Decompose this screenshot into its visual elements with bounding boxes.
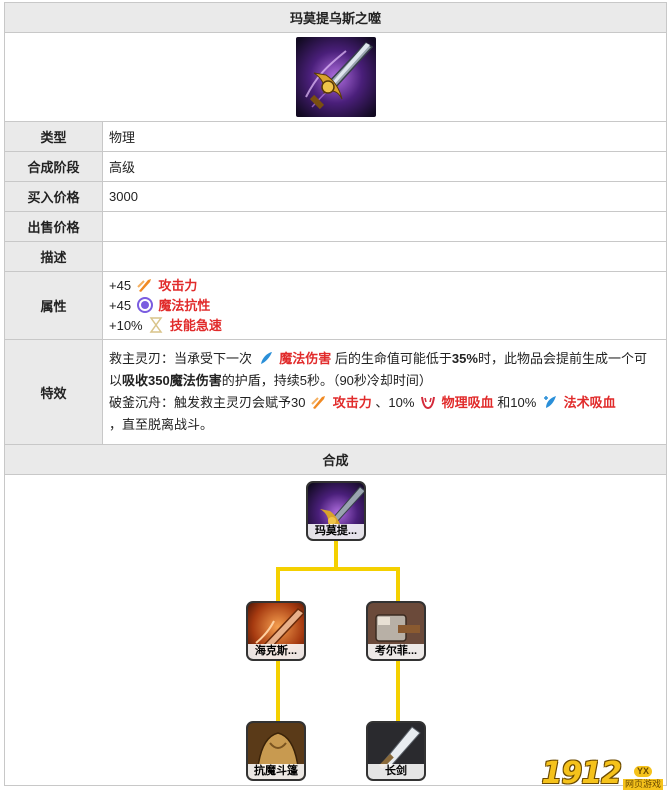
- attribute-value: +45: [109, 297, 132, 313]
- attributes-label: 属性: [5, 272, 103, 339]
- effect-keyword: 攻击力: [332, 395, 372, 410]
- tree-connector: [334, 541, 338, 569]
- buy-price-label: 买入价格: [5, 182, 103, 211]
- attribute-value: +45: [109, 277, 132, 293]
- attribute-stat: 魔法抗性: [158, 297, 211, 313]
- effect-keyword: 法术吸血: [563, 395, 616, 410]
- recipe-right-child-item[interactable]: 长剑: [366, 721, 426, 781]
- recipe-right-name: 考尔菲...: [368, 644, 424, 659]
- row-stage: 合成阶段 高级: [5, 152, 666, 182]
- effect-text: ，直至脱离战斗。: [109, 417, 214, 432]
- recipe-root-item[interactable]: 玛莫提...: [306, 481, 366, 541]
- magic-damage-icon: [260, 352, 272, 364]
- effect-keyword: 物理吸血: [441, 395, 494, 410]
- recipe-header: 合成: [5, 445, 666, 475]
- spell-vamp-icon: [543, 396, 556, 408]
- effect-keyword: 魔法伤害: [279, 351, 332, 366]
- recipe-left-item[interactable]: 海克斯...: [246, 601, 306, 661]
- row-description: 描述: [5, 242, 666, 272]
- tree-connector: [396, 567, 400, 601]
- tree-connector: [396, 661, 400, 721]
- effects-label: 特效: [5, 340, 103, 444]
- recipe-tree: 玛莫提... 海克斯...: [5, 475, 666, 785]
- effect-shield-amount: 吸收350魔法伤害: [122, 373, 222, 388]
- recipe-right-child-name: 长剑: [368, 764, 424, 779]
- attribute-item: +45 攻击力: [109, 276, 197, 296]
- recipe-right-item[interactable]: 考尔菲...: [366, 601, 426, 661]
- item-title: 玛莫提乌斯之噬: [5, 3, 666, 33]
- item-image-row: [5, 33, 666, 122]
- effect-text: 救主灵刃：当承受下一次: [109, 351, 253, 366]
- type-label: 类型: [5, 122, 103, 151]
- effect-paragraph-1: 救主灵刃：当承受下一次 魔法伤害 后的生命值可能低于35%时，此物品会提前生成一…: [109, 348, 658, 392]
- watermark-number: 1912: [541, 756, 621, 791]
- life-steal-icon: [421, 396, 436, 410]
- tree-connector: [276, 661, 280, 721]
- description-value: [103, 242, 666, 271]
- watermark-subtitle: 网页游戏: [622, 779, 663, 790]
- recipe-left-name: 海克斯...: [248, 644, 304, 659]
- effect-text: 、10%: [375, 395, 415, 410]
- ability-haste-icon: [149, 316, 163, 333]
- attack-damage-icon: [136, 278, 151, 292]
- sell-price-value: [103, 212, 666, 241]
- effect-text: 的护盾，持续5秒。（90秒冷却时间）: [221, 373, 432, 388]
- row-attributes: 属性 +45 攻击力 +45 魔法抗性 +10%: [5, 272, 666, 340]
- buy-price-value: 3000: [109, 189, 138, 204]
- effect-text: 和10%: [497, 395, 537, 410]
- recipe-root-name: 玛莫提...: [308, 524, 364, 539]
- attribute-item: +45 魔法抗性: [109, 296, 210, 316]
- attribute-stat: 技能急速: [169, 317, 222, 333]
- stage-label: 合成阶段: [5, 152, 103, 181]
- magic-resist-icon: [136, 296, 153, 313]
- recipe-left-child-name: 抗魔斗篷: [248, 764, 304, 779]
- effect-threshold: 35%: [451, 351, 478, 366]
- stage-value: 高级: [109, 160, 136, 175]
- item-info-table: 玛莫提乌斯之噬 类型: [4, 2, 667, 786]
- description-label: 描述: [5, 242, 103, 271]
- row-sell-price: 出售价格: [5, 212, 666, 242]
- effect-text: 时，此物品会提前生成一个可以: [109, 351, 647, 388]
- effect-text: 后的生命值可能低于: [334, 351, 452, 366]
- attribute-item: +10% 技能急速: [109, 316, 222, 336]
- watermark-side: YX 网页游戏: [622, 766, 663, 790]
- sell-price-label: 出售价格: [5, 212, 103, 241]
- row-type: 类型 物理: [5, 122, 666, 152]
- row-buy-price: 买入价格 3000: [5, 182, 666, 212]
- tree-connector: [276, 567, 400, 571]
- tree-connector: [276, 567, 280, 601]
- attributes-list: +45 攻击力 +45 魔法抗性 +10% 技: [103, 272, 666, 339]
- attack-damage-icon: [311, 396, 326, 409]
- type-value: 物理: [109, 130, 136, 145]
- site-watermark-logo: 1912 YX 网页游戏: [541, 758, 663, 790]
- effect-text: 破釜沉舟：触发救主灵刃会赋予30: [109, 395, 306, 410]
- effects-text: 救主灵刃：当承受下一次 魔法伤害 后的生命值可能低于35%时，此物品会提前生成一…: [103, 340, 666, 444]
- watermark-badge: YX: [633, 766, 652, 777]
- effect-paragraph-2: 破釜沉舟：触发救主灵刃会赋予30 攻击力 、10% 物理吸血 和10% 法术吸血: [109, 392, 616, 436]
- attribute-value: +10%: [109, 317, 143, 333]
- recipe-left-child-item[interactable]: 抗魔斗篷: [246, 721, 306, 781]
- row-effects: 特效 救主灵刃：当承受下一次 魔法伤害 后的生命值可能低于35%时，此物品会提前…: [5, 340, 666, 445]
- item-icon: [295, 37, 376, 117]
- attribute-stat: 攻击力: [158, 277, 198, 293]
